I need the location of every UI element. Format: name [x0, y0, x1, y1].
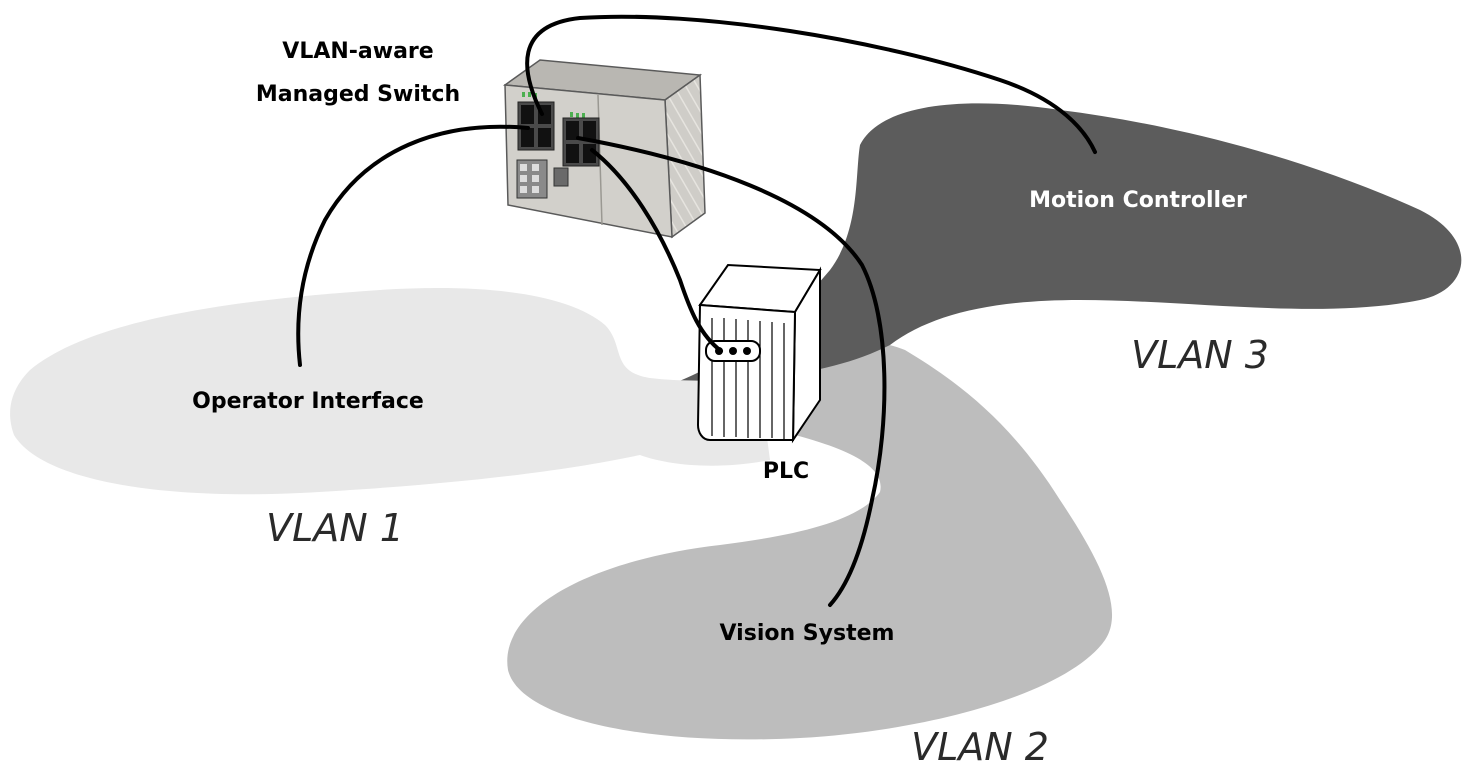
vlan3-label: VLAN 3	[1131, 333, 1269, 377]
vlan1-label: VLAN 1	[266, 506, 404, 550]
operator-interface-label: Operator Interface	[192, 389, 424, 414]
vision-system-label: Vision System	[720, 621, 895, 646]
switch-label-line1: VLAN-aware	[282, 39, 433, 64]
vlan2-label: VLAN 2	[911, 725, 1049, 764]
plc-icon	[696, 263, 822, 444]
vlan2-region	[507, 339, 1113, 740]
vlan1-region	[10, 288, 770, 495]
plc-label: PLC	[763, 459, 809, 484]
cable-vision-system	[576, 136, 887, 607]
switch-label-line2: Managed Switch	[256, 82, 460, 107]
cable-operator-interface	[296, 124, 530, 367]
managed-switch-icon	[502, 59, 706, 239]
cable-motion-controller	[525, 14, 1097, 154]
motion-controller-label: Motion Controller	[1029, 188, 1247, 213]
cable-plc	[590, 148, 723, 353]
vlan3-region	[670, 103, 1462, 385]
